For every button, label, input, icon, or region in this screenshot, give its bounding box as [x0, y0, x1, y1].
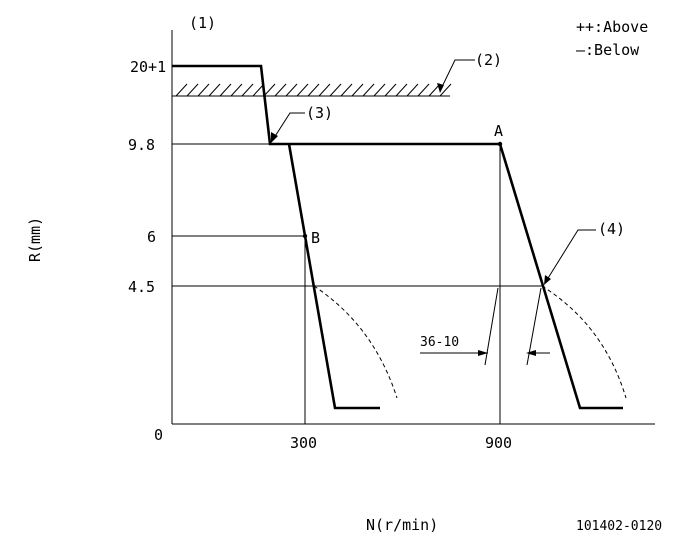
- hatch-mark: [197, 83, 210, 97]
- hatch-mark: [208, 83, 221, 97]
- y-tick-9-8: 9.8: [128, 136, 155, 154]
- callout-3: (3): [306, 104, 333, 122]
- main-curve: [172, 64, 623, 410]
- hatch-mark: [263, 83, 276, 97]
- callout-1: (1): [189, 14, 216, 32]
- hatch-mark: [406, 83, 419, 97]
- document-id: 101402-0120: [576, 519, 662, 534]
- hatch-mark: [296, 83, 309, 97]
- y-tick-0: 0: [154, 426, 163, 444]
- hatch-mark: [285, 83, 298, 97]
- x-axis-label: N(r/min): [366, 516, 438, 534]
- hatch-mark: [318, 83, 331, 97]
- y-tick-6: 6: [147, 228, 156, 246]
- hatch-mark: [175, 83, 188, 97]
- x-tick-900: 900: [485, 434, 512, 452]
- hatch-mark: [329, 83, 342, 97]
- low-speed-curve: [287, 143, 380, 410]
- point-a-label: A: [494, 122, 503, 140]
- hatch-mark: [395, 83, 408, 97]
- hatched-limit: [172, 83, 452, 97]
- callout-2: (2): [475, 51, 502, 69]
- hatch-mark: [439, 83, 452, 97]
- y-axis-label: R(mm): [26, 217, 44, 262]
- hatch-mark: [351, 83, 364, 97]
- hatch-mark: [219, 83, 232, 97]
- y-tick-4-5: 4.5: [128, 278, 155, 296]
- point-b-marker: [302, 233, 308, 239]
- hatch-mark: [384, 83, 397, 97]
- hatch-mark: [362, 83, 375, 97]
- legend-below: —:Below: [576, 41, 640, 59]
- hatch-mark: [274, 83, 287, 97]
- reference-lines: [172, 143, 542, 424]
- hatch-mark: [417, 83, 430, 97]
- hatch-mark: [373, 83, 386, 97]
- hatch-mark: [307, 83, 320, 97]
- callout-leaders: [271, 59, 596, 285]
- hatch-mark: [230, 83, 243, 97]
- y-tick-20-1: 20+1: [130, 58, 166, 76]
- dimension-label: 36-10: [420, 335, 459, 350]
- x-tick-300: 300: [290, 434, 317, 452]
- hatch-mark: [241, 83, 254, 97]
- dashed-curve-left: [313, 285, 398, 399]
- dashed-curve-right: [541, 285, 627, 399]
- hatch-mark: [186, 83, 199, 97]
- dimension-36-10: 36-10: [420, 287, 550, 366]
- point-b-label: B: [311, 229, 320, 247]
- hatch-mark: [340, 83, 353, 97]
- legend-above: ++:Above: [576, 18, 648, 36]
- callout-4: (4): [598, 220, 625, 238]
- point-a-marker: [497, 141, 503, 147]
